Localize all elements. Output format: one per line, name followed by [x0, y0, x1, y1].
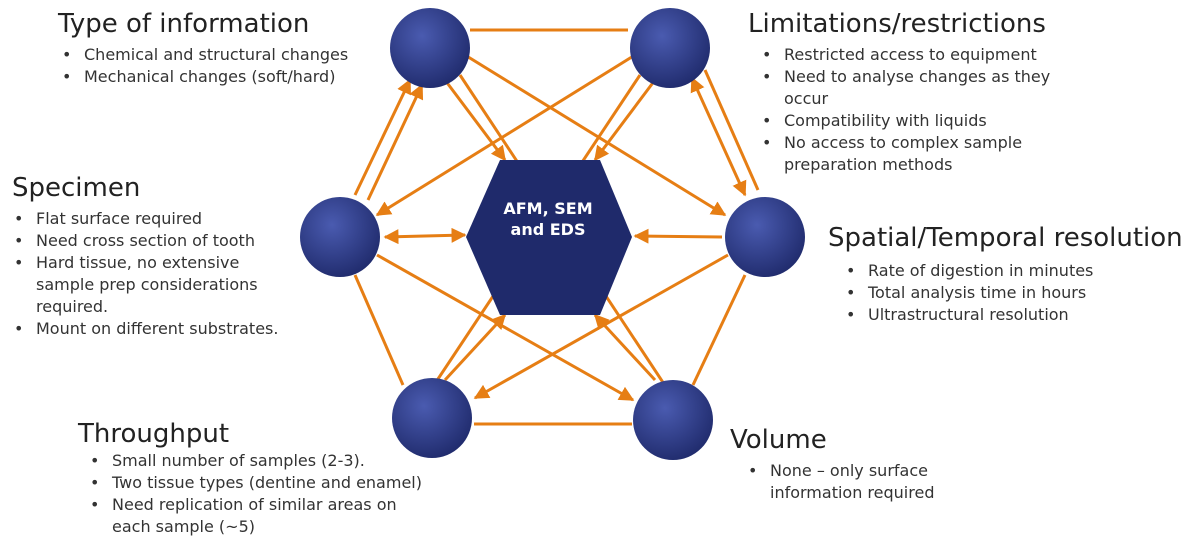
list-item: Flat surface required [14, 208, 291, 230]
block-title: Specimen [12, 173, 141, 203]
connector-arrows [353, 28, 760, 426]
block-title: Limitations/restrictions [748, 9, 1046, 39]
block-type-of-information: Type of information Chemical and structu… [58, 8, 388, 88]
list-item: Restricted access to equipment [762, 44, 1074, 66]
list-item: Two tissue types (dentine and enamel) [90, 472, 432, 494]
list-item: Small number of samples (2-3). [90, 450, 432, 472]
block-title: Throughput [78, 419, 230, 449]
edge-bottom-left-to-left [353, 274, 405, 386]
edge-left-to-top-left [353, 78, 412, 196]
list-item: Need to analyse changes as they occur [762, 66, 1074, 110]
block-title: Type of information [58, 9, 310, 39]
node-limitations [630, 8, 710, 88]
spoke-bottom-right-to-hub [593, 313, 657, 382]
list-item: None – only surface information required [748, 460, 1000, 504]
outer-nodes [300, 8, 805, 460]
list-item: No access to complex sample preparation … [762, 132, 1074, 176]
edge-top-right-to-right-2 [703, 69, 760, 191]
list-item: Mount on different substrates. [14, 318, 291, 340]
list-item: Need cross section of tooth [14, 230, 291, 252]
list-item: Hard tissue, no extensive sample prep co… [14, 252, 291, 318]
node-spatial-temporal [725, 197, 805, 277]
hub-hexagon [466, 160, 632, 315]
block-spatial-temporal: Spatial/Temporal resolution Rate of dige… [828, 222, 1196, 326]
node-volume [633, 380, 713, 460]
list-item: Chemical and structural changes [62, 44, 388, 66]
block-title: Volume [730, 425, 827, 455]
diag-top-right-to-left [375, 53, 636, 217]
edge-top-right-to-right [690, 76, 747, 197]
spoke-right-to-hub [633, 228, 723, 244]
list-item: Rate of digestion in minutes [846, 260, 1196, 282]
block-specimen: Specimen Flat surface required Need cros… [12, 172, 302, 340]
spoke-top-left-to-hub [443, 79, 507, 162]
node-throughput [392, 378, 472, 458]
edge-right-to-bottom-right [691, 274, 747, 386]
hub-label: AFM, SEM and EDS [503, 199, 593, 239]
block-title: Spatial/Temporal resolution [828, 223, 1183, 253]
spoke-bottom-left-to-hub [443, 313, 507, 382]
diag-top-left-to-right [464, 53, 727, 217]
list-item: Total analysis time in hours [846, 282, 1196, 304]
node-type-of-information [390, 8, 470, 88]
list-item: Compatibility with liquids [762, 110, 1074, 132]
block-limitations: Limitations/restrictions Restricted acce… [748, 8, 1068, 176]
list-item: Mechanical changes (soft/hard) [62, 66, 388, 88]
spoke-left-to-hub [383, 227, 467, 245]
block-volume: Volume None – only surface information r… [730, 424, 1030, 504]
block-throughput: Throughput Small number of samples (2-3)… [78, 418, 438, 538]
list-item: Ultrastructural resolution [846, 304, 1196, 326]
node-specimen [300, 197, 380, 277]
edge-left-to-top-left-2 [366, 83, 424, 201]
list-item: Need replication of similar areas on eac… [90, 494, 432, 538]
spoke-top-right-to-hub [593, 79, 657, 162]
